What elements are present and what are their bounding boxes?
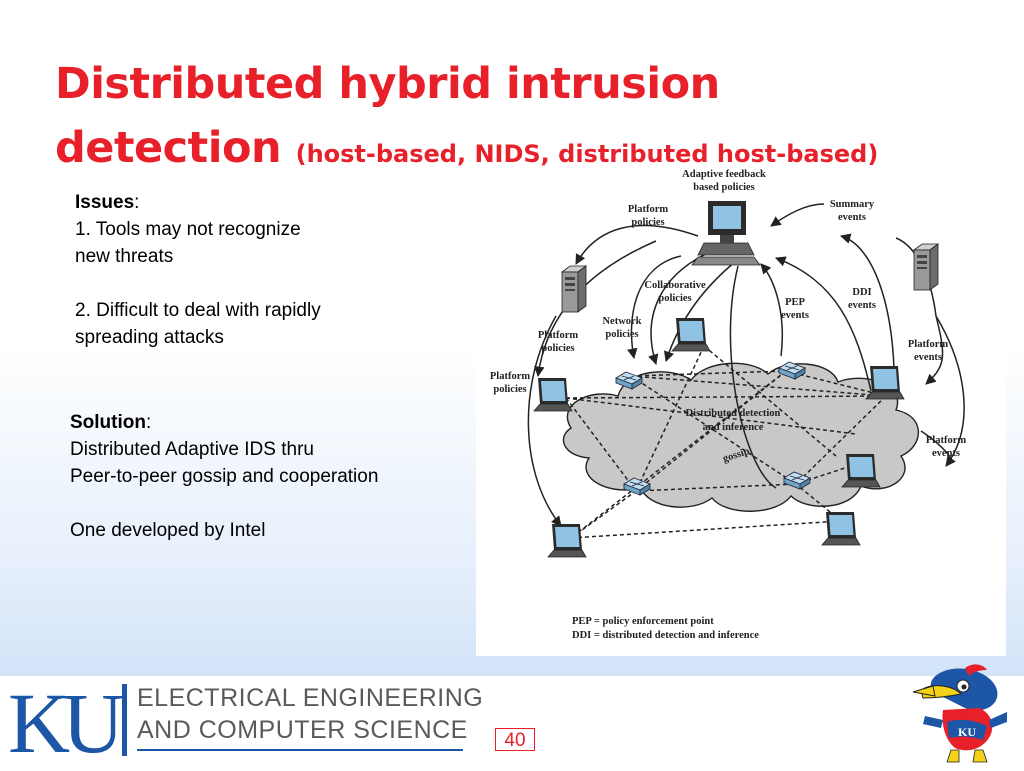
left-server-icon (561, 265, 587, 313)
issues-block: Issues: 1. Tools may not recognize new t… (75, 189, 321, 351)
mascot-badge: KU (958, 725, 976, 739)
issue-2-line-2: spreading attacks (75, 327, 224, 348)
dept-name-line-2: AND COMPUTER SCIENCE (137, 716, 468, 744)
page-number: 40 (495, 728, 535, 751)
slide-title: Distributed hybrid intrusion detection (h… (55, 52, 878, 186)
solution-block: Solution: Distributed Adaptive IDS thru … (70, 409, 378, 544)
solution-line-2: Peer-to-peer gossip and cooperation (70, 466, 379, 487)
right-server-icon (913, 243, 939, 291)
title-line2: detection (55, 123, 282, 173)
laptop-icon (671, 317, 711, 352)
title-main: Distributed hybrid intrusion (55, 59, 720, 109)
dept-underline (137, 749, 463, 751)
solution-note: One developed by Intel (70, 520, 266, 541)
legend-pep: PEP = policy enforcement point (572, 616, 714, 627)
issue-1-line-1: 1. Tools may not recognize (75, 219, 301, 240)
laptop-icon (547, 523, 587, 558)
laptop-icon (533, 377, 573, 412)
ku-logo: KU (8, 675, 124, 771)
solution-heading: Solution (70, 412, 146, 433)
issues-heading: Issues (75, 192, 135, 213)
footer (0, 676, 1024, 768)
legend-ddi: DDI = distributed detection and inferenc… (572, 630, 759, 641)
issue-2-line-1: 2. Difficult to deal with rapidly (75, 300, 321, 321)
solution-line-1: Distributed Adaptive IDS thru (70, 439, 314, 460)
laptop-icon (841, 453, 881, 488)
issue-1-line-2: new threats (75, 246, 174, 267)
gossip-cloud (562, 362, 920, 512)
title-subtitle: (host-based, NIDS, distributed host-base… (295, 140, 879, 168)
management-workstation-icon (691, 201, 761, 266)
dept-name-line-1: ELECTRICAL ENGINEERING (137, 684, 484, 712)
gossip-links (565, 345, 887, 539)
ku-logo-bar (122, 684, 127, 756)
laptop-icon (865, 365, 905, 400)
jayhawk-mascot-icon: KU (912, 664, 1007, 763)
laptop-icon (821, 511, 861, 546)
